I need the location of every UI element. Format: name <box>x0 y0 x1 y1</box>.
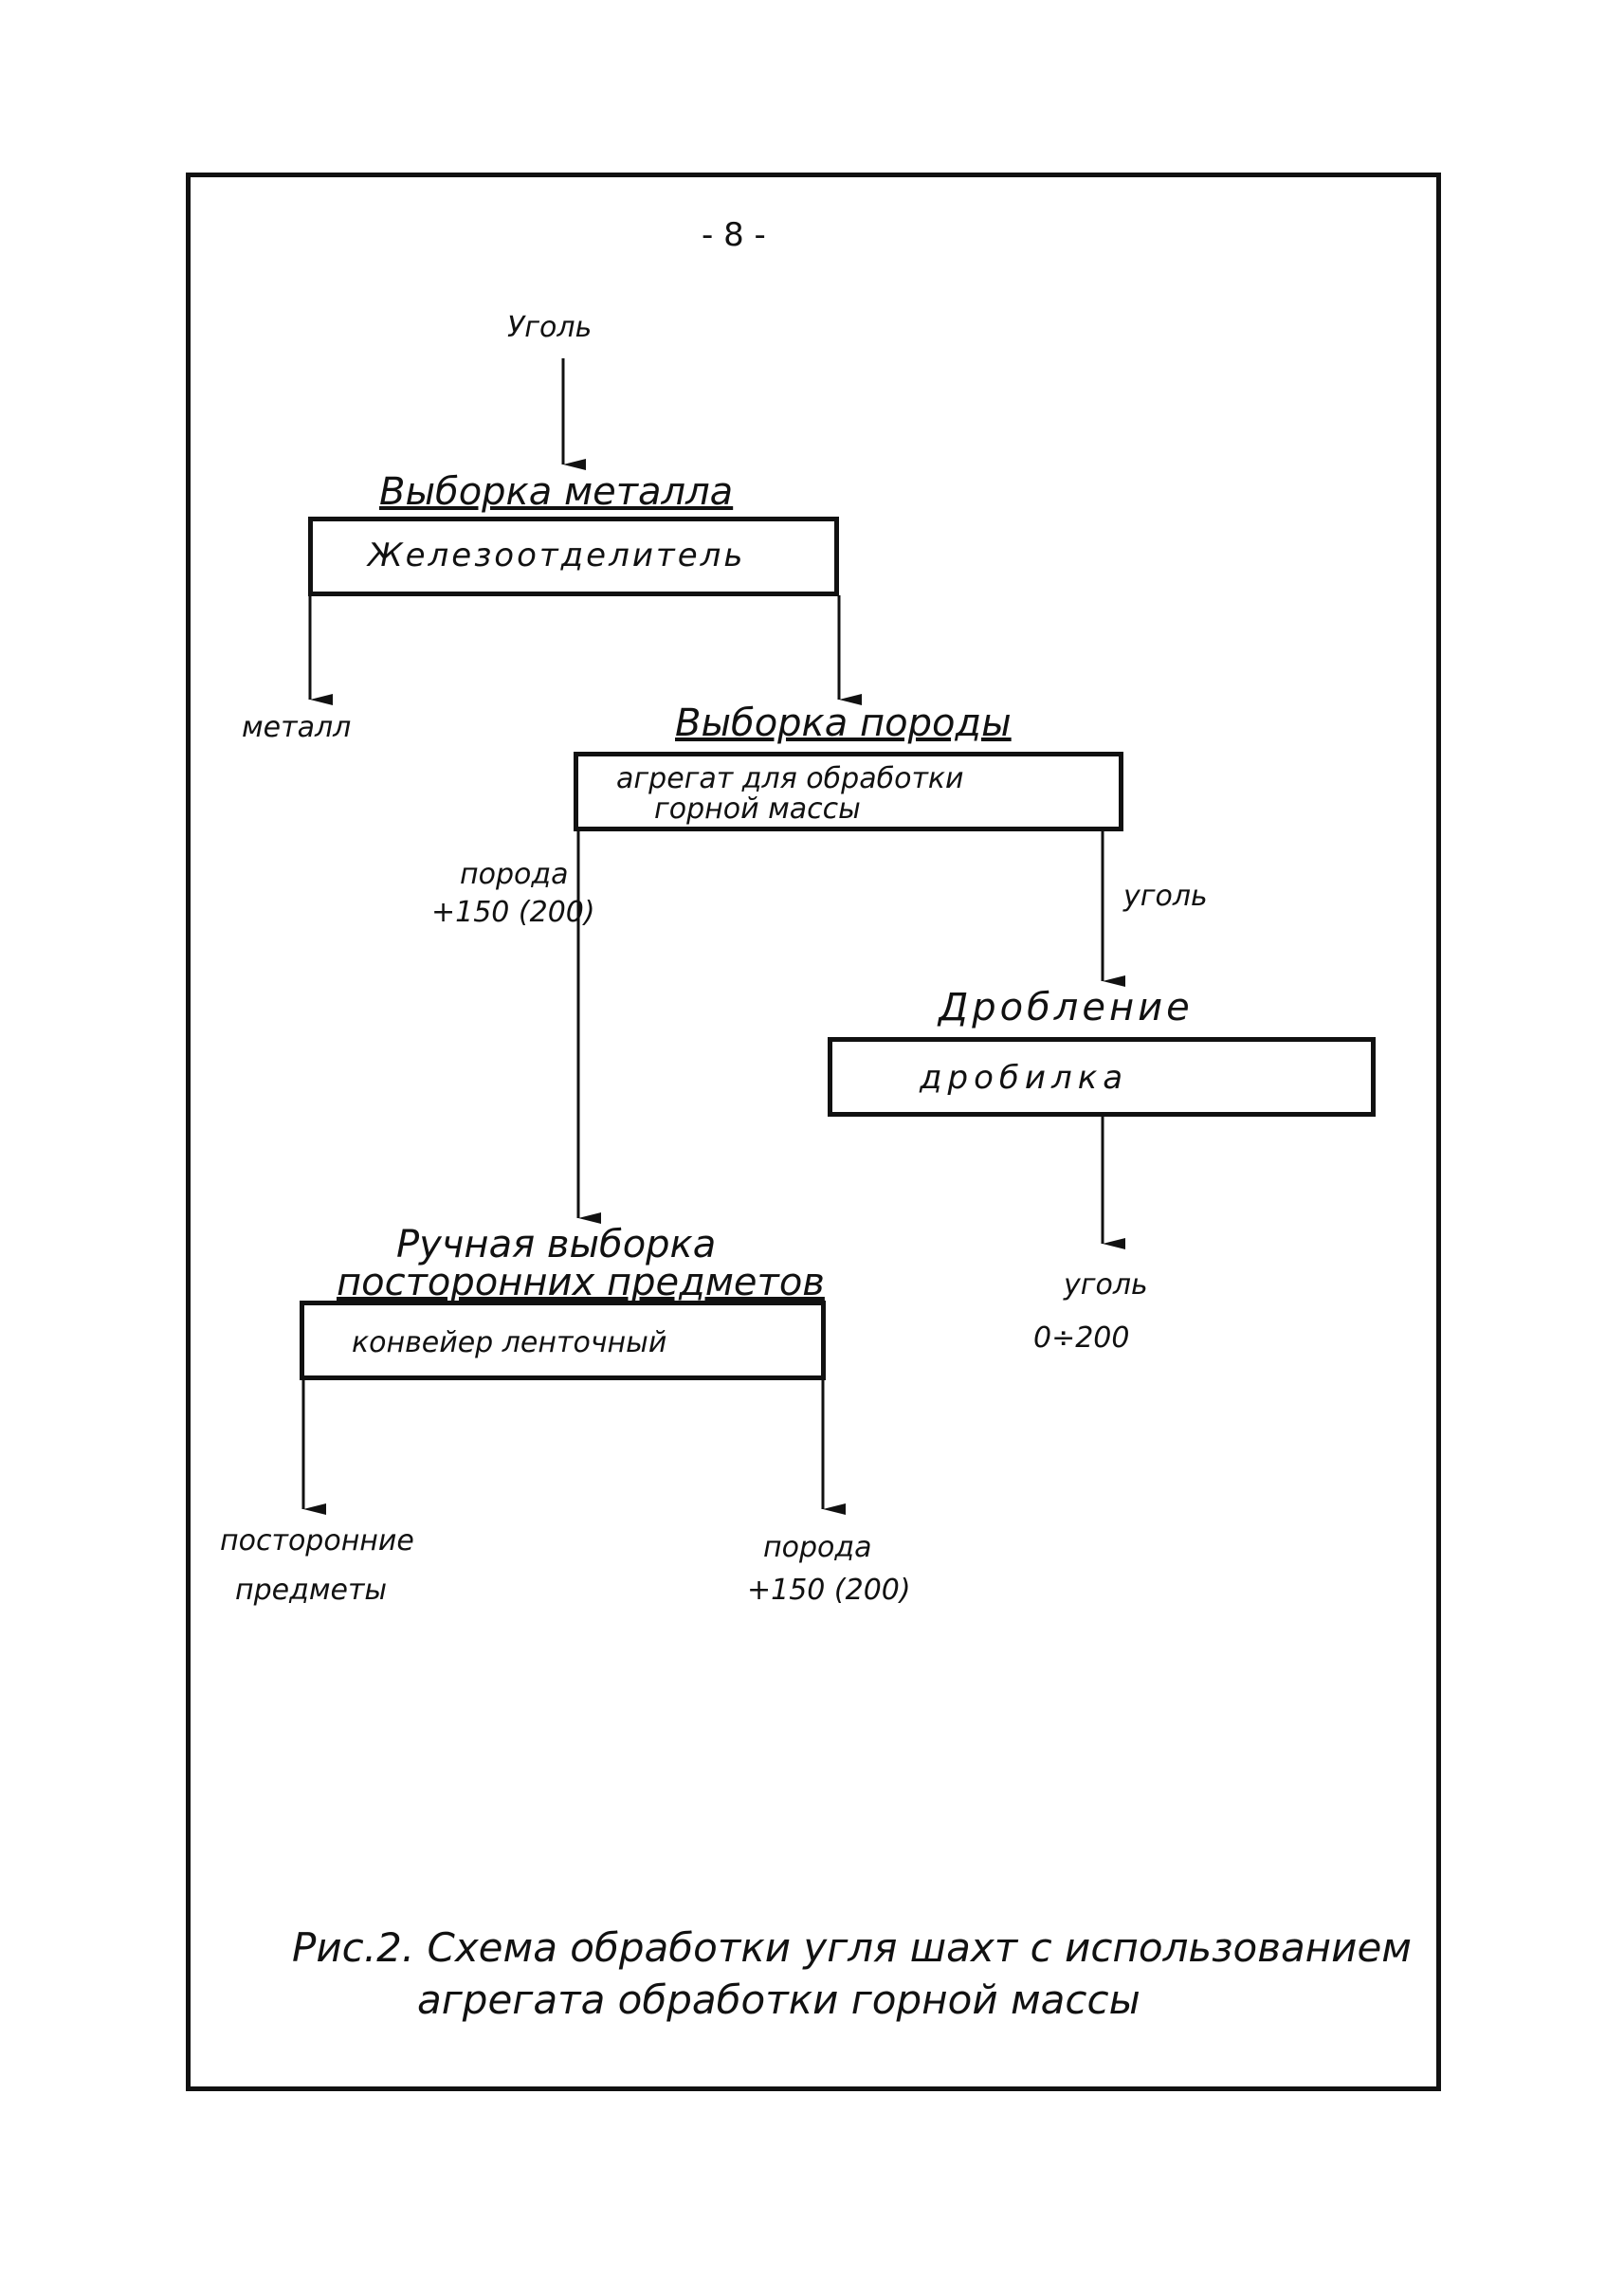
stage2-output-rock-line1: порода <box>460 858 569 891</box>
figure-caption-line2: агрегата обработки горной массы <box>417 1976 1140 2023</box>
stage2-equipment-line2: горной массы <box>654 792 861 826</box>
page-number: - 8 - <box>702 216 766 254</box>
stage3-output-line2: 0÷200 <box>1033 1321 1130 1355</box>
stage3-equipment: дробилка <box>920 1059 1129 1097</box>
stage4-box: конвейер ленточный <box>300 1301 826 1380</box>
stage4-output-foreign-line1: посторонние <box>220 1524 414 1557</box>
stage4-output-rock-line2: +150 (200) <box>747 1574 911 1607</box>
stage4-title-line2: посторонних предметов <box>337 1261 825 1304</box>
stage4-output-foreign-line2: предметы <box>235 1574 388 1607</box>
stage2-title: Выборка породы <box>675 701 1012 745</box>
stage1-output-metal: металл <box>242 711 352 744</box>
stage3-title: Дробление <box>939 986 1194 1029</box>
stage3-output-line1: уголь <box>1064 1268 1148 1302</box>
stage1-title: Выборка металла <box>379 470 734 514</box>
stage3-box: дробилка <box>828 1037 1376 1117</box>
stage2-output-rock-line2: +150 (200) <box>431 896 595 929</box>
stage1-box: Железоотделитель <box>308 517 839 596</box>
input-coal-label: Уголь <box>507 311 593 344</box>
stage4-title-line1: Ручная выборка <box>396 1223 717 1266</box>
stage1-equipment: Железоотделитель <box>368 537 746 574</box>
stage2-box: агрегат для обработки горной массы <box>574 752 1123 831</box>
stage4-equipment: конвейер ленточный <box>352 1326 667 1359</box>
stage2-equipment-line1: агрегат для обработки <box>616 762 964 795</box>
figure-caption-line1: Рис.2. Схема обработки угля шахт с испол… <box>292 1924 1412 1971</box>
stage4-output-rock-line1: порода <box>763 1531 872 1564</box>
stage2-output-coal: уголь <box>1123 880 1208 913</box>
page-frame <box>186 173 1441 2091</box>
